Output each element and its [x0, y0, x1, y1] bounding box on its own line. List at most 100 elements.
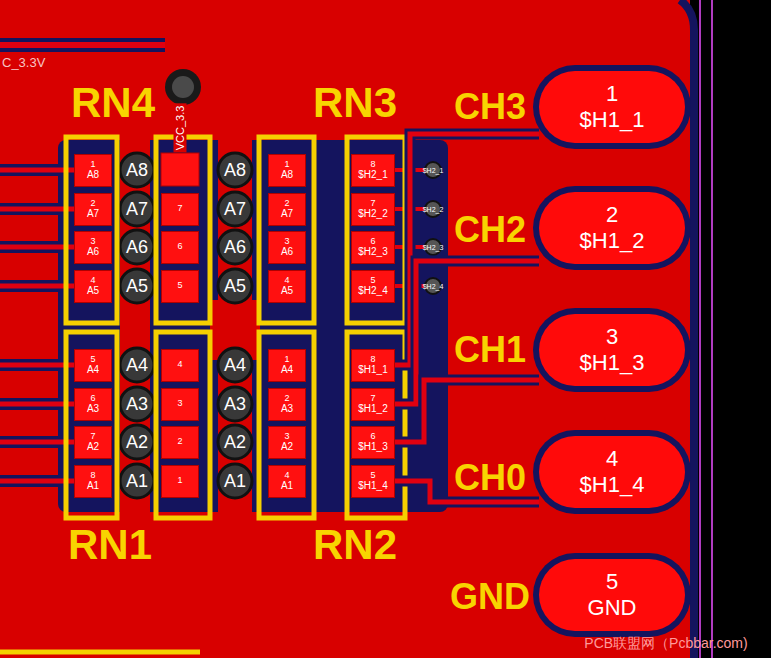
- net-name: A8: [87, 169, 99, 180]
- pin-number: 6: [177, 242, 182, 252]
- trace: [0, 170, 74, 481]
- net-name: A1: [281, 480, 293, 491]
- via-net-label: A6: [224, 238, 246, 256]
- pin-number: 7: [370, 199, 375, 209]
- via: [425, 162, 441, 294]
- smd-pad: 6$H1_3: [351, 426, 395, 459]
- net-name: $H1_2: [358, 403, 387, 414]
- smd-pad: 5A4: [74, 349, 112, 382]
- net-name: A7: [281, 208, 293, 219]
- via-net-label: A2: [224, 433, 246, 451]
- via: [165, 69, 201, 105]
- copper-pour: [218, 140, 252, 512]
- silkscreen-outline: [66, 137, 405, 518]
- pin-number: 5: [606, 569, 618, 595]
- smd-pad: 3A6: [74, 231, 112, 264]
- via-net-label: A3: [126, 395, 148, 413]
- pin-number: 2: [284, 199, 289, 209]
- pin-number: 3: [90, 237, 95, 247]
- ref-designator: RN4: [71, 82, 155, 124]
- pin-number: 7: [90, 432, 95, 442]
- pin-number: 1: [284, 160, 289, 170]
- pin-number: 5: [90, 355, 95, 365]
- net-name: $H1_1: [358, 364, 387, 375]
- net-name: $H2_2: [358, 208, 387, 219]
- smd-pad: 1A8: [74, 154, 112, 187]
- net-name: A4: [281, 364, 293, 375]
- net-name: $H1_4: [358, 480, 387, 491]
- net-name: A1: [87, 480, 99, 491]
- net-name: A3: [281, 403, 293, 414]
- pin-number: 6: [90, 394, 95, 404]
- pin-number: 8: [90, 471, 95, 481]
- via-net-label: A3: [224, 395, 246, 413]
- ref-designator: RN1: [68, 524, 152, 566]
- pin-number: 6: [370, 237, 375, 247]
- smd-pad: 4: [161, 349, 199, 382]
- smd-pad: 2A3: [268, 388, 306, 421]
- smd-pad: 6$H2_3: [351, 231, 395, 264]
- via-net-label: A5: [224, 277, 246, 295]
- smd-pad: 1A4: [268, 349, 306, 382]
- net-name: $H1_4: [580, 472, 645, 498]
- net-name: A4: [87, 364, 99, 375]
- net-name: $H2_3: [358, 246, 387, 257]
- channel-label: CH2: [454, 212, 526, 248]
- smd-pad: 4A5: [268, 270, 306, 303]
- smd-pad: 6: [161, 231, 199, 264]
- smd-pad: 5$H1_4: [351, 465, 395, 498]
- via: [172, 76, 194, 98]
- net-name: $H1_3: [358, 441, 387, 452]
- via-net-label: A8: [224, 161, 246, 179]
- watermark: PCB联盟网（Pcbbar.com): [584, 636, 747, 650]
- via-net-label: A8: [126, 161, 148, 179]
- smd-pad: 4A1: [268, 465, 306, 498]
- pin-number: 4: [606, 446, 618, 472]
- pin-number: 3: [606, 324, 618, 350]
- smd-pad: 2: [161, 426, 199, 459]
- via-net-label: A1: [126, 472, 148, 490]
- channel-label: CH0: [454, 460, 526, 496]
- board-edge: [699, 0, 701, 658]
- pin-number: 1: [284, 355, 289, 365]
- pin-number: 3: [284, 237, 289, 247]
- smd-pad: 7: [161, 193, 199, 226]
- pin-number: 1: [177, 476, 182, 486]
- channel-label: CH1: [454, 332, 526, 368]
- smd-pad: 3A6: [268, 231, 306, 264]
- pin-number: 3: [284, 432, 289, 442]
- pin-number: 8: [370, 160, 375, 170]
- pin-number: 2: [177, 437, 182, 447]
- connector-pad: 5GND: [539, 559, 685, 631]
- via-net-label: $H2_1: [423, 167, 444, 174]
- net-name: A2: [281, 441, 293, 452]
- smd-pad: 6A3: [74, 388, 112, 421]
- net-name: A2: [87, 441, 99, 452]
- pin-number: 8: [370, 355, 375, 365]
- smd-pad: 2A7: [268, 193, 306, 226]
- pin-number: 5: [370, 276, 375, 286]
- pin-number: 1: [606, 81, 618, 107]
- channel-label: CH3: [454, 89, 526, 125]
- pin-number: 2: [606, 202, 618, 228]
- smd-pad: 1A8: [268, 154, 306, 187]
- board-edge: [711, 0, 713, 658]
- board-outside: [690, 0, 771, 658]
- trace-clearance: [0, 170, 70, 481]
- via-net-label: A7: [224, 200, 246, 218]
- via-net-label: A4: [224, 356, 246, 374]
- copper-trace: [395, 380, 539, 442]
- net-name: $H2_1: [358, 169, 387, 180]
- smd-pad: 8A1: [74, 465, 112, 498]
- connector-pad: 1$H1_1: [539, 71, 685, 143]
- silkscreen-line: [0, 650, 200, 655]
- smd-pad: [161, 153, 199, 186]
- net-name: A6: [87, 246, 99, 257]
- pin-number: 5: [370, 471, 375, 481]
- via-net-label: A1: [224, 472, 246, 490]
- smd-pad: 8$H2_1: [351, 154, 395, 187]
- net-label: VCC_3.3: [174, 104, 187, 153]
- via-net-label: A7: [126, 200, 148, 218]
- smd-pad: 3: [161, 388, 199, 421]
- via-net-label: $H2_4: [423, 283, 444, 290]
